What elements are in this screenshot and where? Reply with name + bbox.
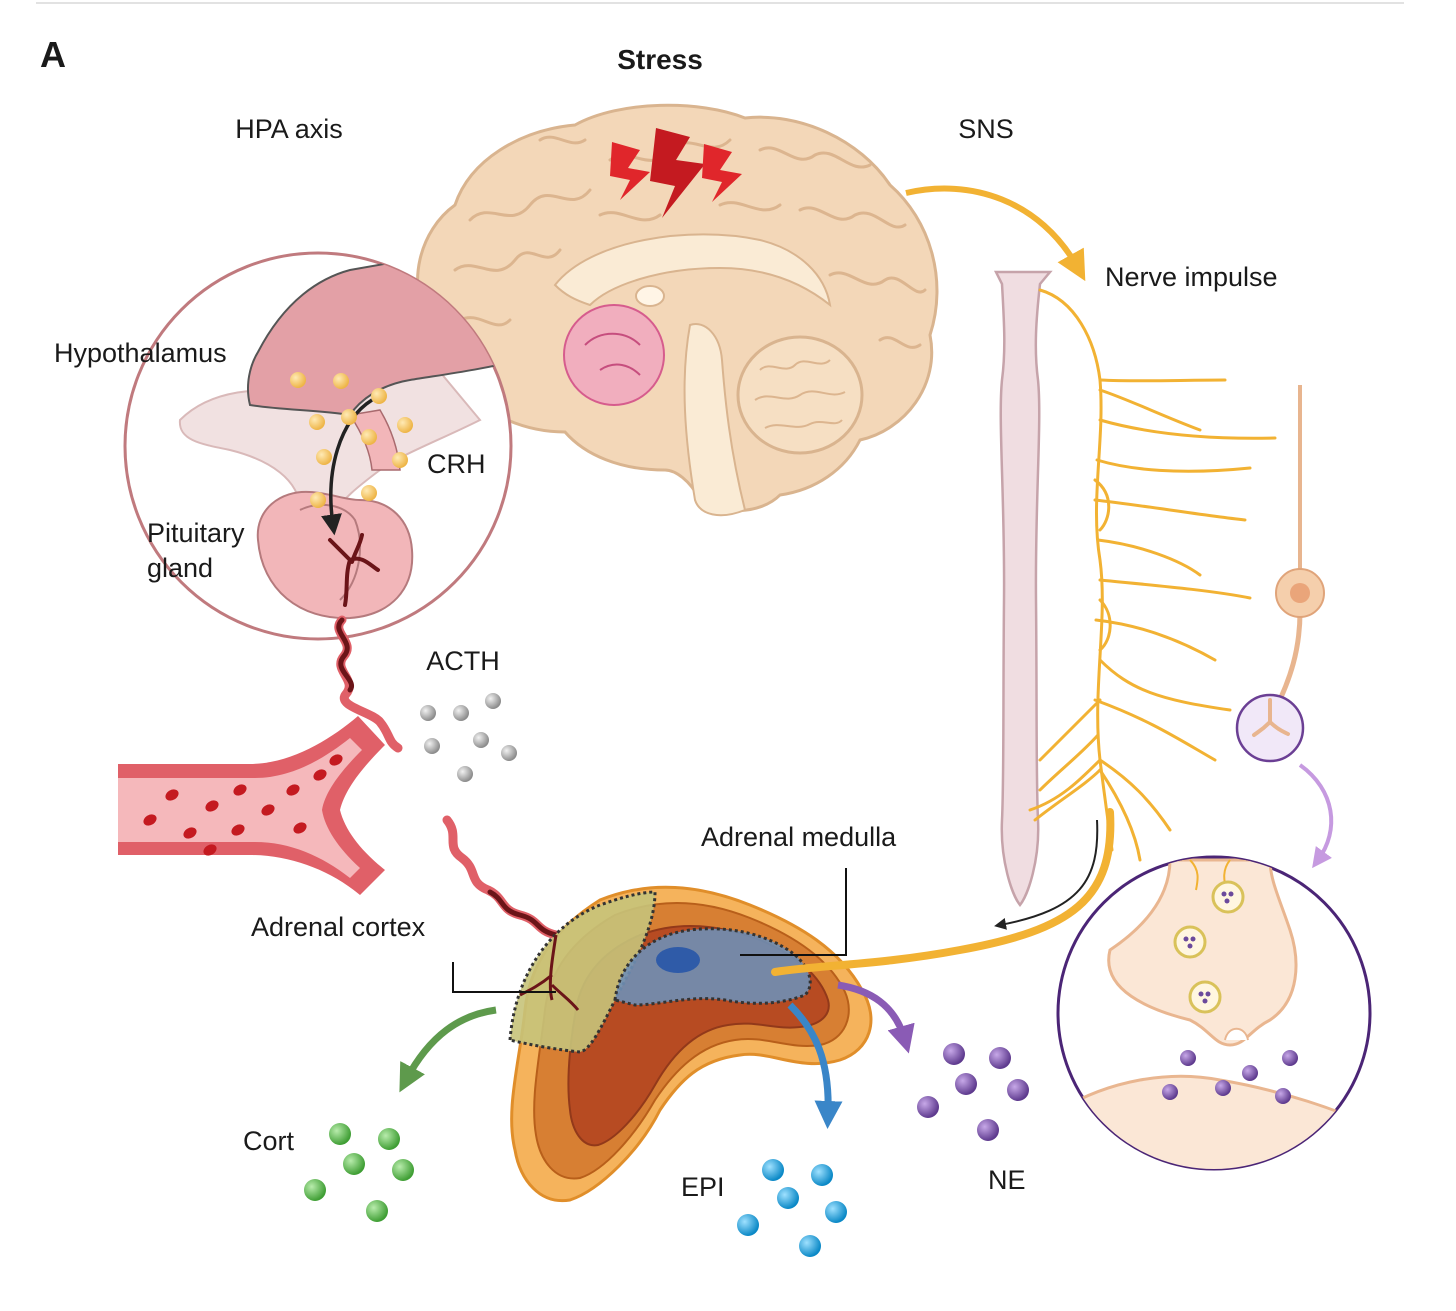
label-crh: CRH bbox=[427, 449, 486, 479]
sympathetic-nerves bbox=[1028, 288, 1277, 862]
label-ne: NE bbox=[988, 1165, 1026, 1195]
label-hpa-axis: HPA axis bbox=[235, 114, 343, 144]
cerebellum bbox=[736, 335, 864, 455]
label-hypothalamus: Hypothalamus bbox=[54, 338, 227, 368]
epi-release-arrow bbox=[787, 1002, 843, 1129]
cort-release-arrow bbox=[399, 1006, 497, 1093]
synapse-icon bbox=[1056, 855, 1372, 1171]
label-pituitary-line1: Pituitary bbox=[147, 518, 245, 548]
postganglionic-neuron bbox=[1235, 385, 1325, 763]
adrenal-medulla-region bbox=[613, 927, 812, 1007]
synapse-highlight bbox=[1235, 693, 1305, 763]
splanchnic-nerve bbox=[771, 808, 1115, 976]
adrenal-cortex-region bbox=[508, 890, 657, 1054]
adrenal-gland bbox=[508, 885, 873, 1203]
label-epi: EPI bbox=[681, 1172, 725, 1202]
label-cort: Cort bbox=[243, 1126, 295, 1156]
label-sns: SNS bbox=[958, 114, 1014, 144]
spinal-cord bbox=[993, 270, 1053, 908]
crh-molecules bbox=[290, 372, 413, 508]
blood-vessel bbox=[118, 716, 385, 895]
panel-letter: A bbox=[40, 34, 66, 75]
label-pituitary-line2: gland bbox=[147, 553, 213, 583]
ne-release-arrow bbox=[837, 981, 915, 1054]
zoom-arrow bbox=[1298, 763, 1334, 869]
label-nerve-impulse: Nerve impulse bbox=[1105, 262, 1278, 292]
label-adrenal-cortex: Adrenal cortex bbox=[251, 912, 426, 942]
signal-arrow bbox=[994, 819, 1099, 930]
cort-molecules bbox=[304, 1123, 414, 1222]
adrenal-medulla-leader bbox=[740, 868, 847, 956]
label-acth: ACTH bbox=[426, 646, 500, 676]
brain bbox=[416, 103, 939, 517]
lightning-bolt-icon bbox=[610, 128, 742, 218]
nerve-impulse-arrow bbox=[905, 185, 1086, 282]
label-adrenal-medulla: Adrenal medulla bbox=[701, 822, 897, 852]
title-stress: Stress bbox=[617, 44, 703, 75]
adrenal-cortex-leader bbox=[452, 962, 556, 993]
crh-arrow bbox=[321, 398, 373, 536]
epi-molecules bbox=[737, 1159, 847, 1257]
hypothalamus-highlight bbox=[563, 304, 665, 406]
acth-molecules bbox=[420, 693, 517, 782]
portal-vessel-lower bbox=[442, 815, 561, 940]
ne-molecules bbox=[917, 1043, 1029, 1141]
